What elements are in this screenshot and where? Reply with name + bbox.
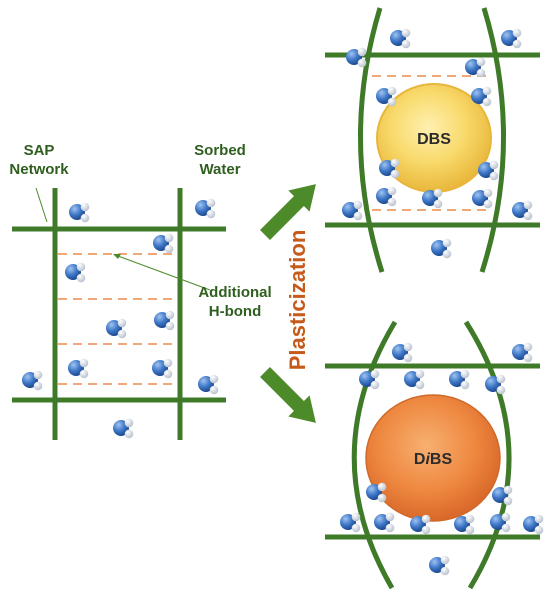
left-network [12,187,226,440]
sap-network-label-line1: SAP [23,142,55,159]
arrow-up [260,184,316,240]
dibs-particle [365,394,501,522]
water-molecule-icon [374,512,395,533]
dibs-label: DiBS [414,451,453,468]
water-molecule-icon [198,374,219,395]
additional-hbond-label: Additional H-bond [190,283,280,321]
water-molecule-icon [195,198,216,219]
water-molecule-icon [376,86,397,107]
water-molecule-icon [152,358,173,379]
sorbed-water-label-line2: Water [199,161,241,178]
hbond-lines [372,75,492,211]
sap-network-pointer [35,187,48,223]
water-molecule-icon [390,28,411,49]
bottom-structure: DiBS [325,320,540,590]
water-molecule-icon [523,514,544,535]
hbond-lines [58,253,177,385]
hbond-pointer-head [113,254,121,259]
additional-hbond-label-line1: Additional [198,284,272,301]
water-molecule-icon [449,369,470,390]
top-structure: DBS [325,7,540,273]
water-molecule-icon [501,28,522,49]
water-molecule-icon [492,485,513,506]
additional-hbond-label-line2: H-bond [208,303,262,320]
water-molecule-icon [65,262,86,283]
water-molecule-icon [485,374,506,395]
water-molecule-icon [68,358,89,379]
sorbed-water-label-line1: Sorbed [194,142,246,159]
water-molecule-icon [113,418,134,439]
plasticization-label: Plasticization [285,230,310,371]
hbond-pointer [117,255,211,291]
water-molecule-icon [404,369,425,390]
water-molecule-icon [153,233,174,254]
sorbed-water-label: Sorbed Water [182,141,258,179]
reaction-arrows: Plasticization [260,184,316,423]
water-molecule-icon [512,200,533,221]
network-strand [463,320,512,590]
arrow-down [260,367,316,423]
water-molecule-icon [431,238,452,259]
network-strand [479,7,506,273]
dbs-label: DBS [417,131,451,148]
sap-network-label: SAP Network [6,141,72,179]
water-molecule-icon [376,186,397,207]
water-molecule-icon [69,202,90,223]
water-molecule-icon [359,369,380,390]
network-strand [358,7,385,273]
network-strand [351,320,398,590]
water-molecule-icon [106,318,127,339]
water-molecule-icon [472,188,493,209]
water-molecule-icon [465,57,486,78]
water-molecule-icon [490,512,511,533]
water-molecule-icon [22,370,43,391]
water-molecule-icon [429,555,450,576]
water-molecule-icon [392,342,413,363]
water-molecule-icon [340,512,361,533]
water-molecule-icon [512,342,533,363]
water-molecule-icon [342,200,363,221]
water-molecule-icon [154,310,175,331]
sap-network-label-line2: Network [9,161,69,178]
